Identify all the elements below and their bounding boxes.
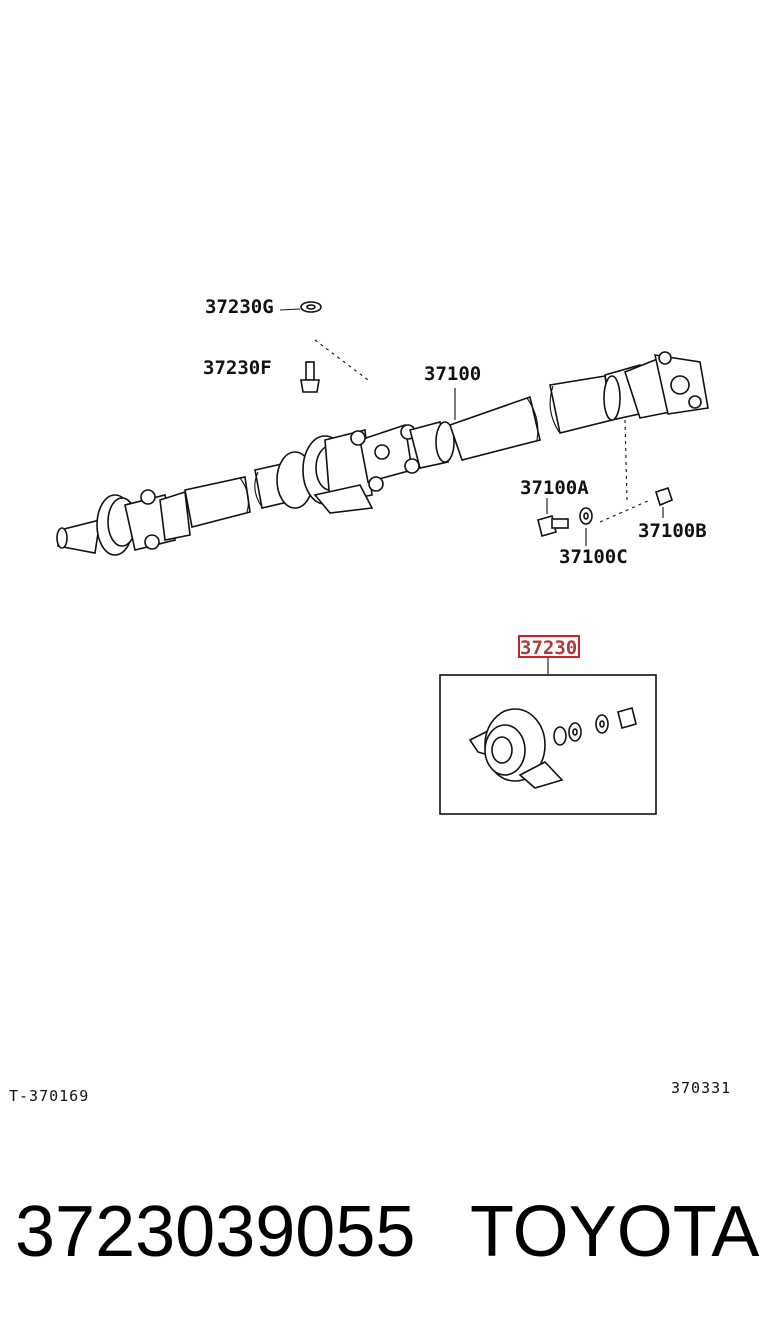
highlight-box-37230 [518,635,580,658]
washer-37230g-drawing [300,301,322,313]
label-37100: 37100 [424,363,481,385]
part-number: 3723039055 [15,1192,415,1272]
center-bearing-inset [439,657,657,815]
label-37100a: 37100A [520,477,589,499]
label-37100c: 37100C [559,546,628,568]
page-code: 370331 [671,1079,731,1097]
washer-37100c-drawing [579,507,593,525]
propeller-shaft-drawing [56,351,709,556]
brand-name: TOYOTA [470,1192,759,1272]
nut-37100b-drawing [655,486,673,507]
label-37230[interactable]: 37230 [520,637,577,659]
label-37230f: 37230F [203,357,272,379]
illustration-id: T-370169 [9,1087,89,1105]
bolt-37230f-drawing [300,361,320,393]
label-37100b: 37100B [638,520,707,542]
bolt-37100a-drawing [537,515,569,537]
label-37230g: 37230G [205,296,274,318]
